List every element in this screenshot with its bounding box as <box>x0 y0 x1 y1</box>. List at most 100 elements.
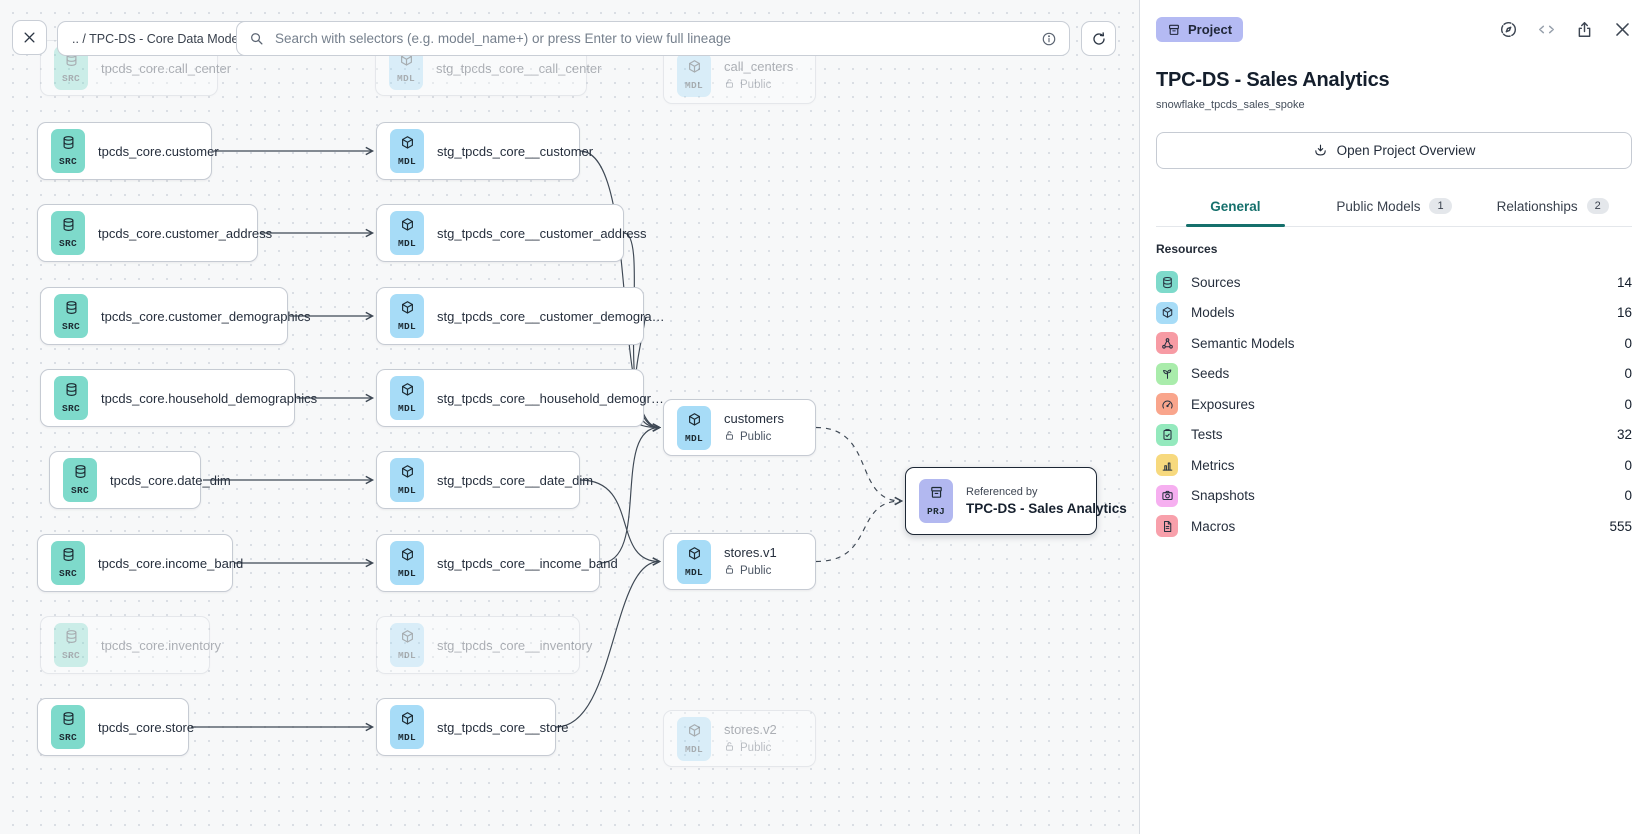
node-type-badge: SRC <box>51 129 85 173</box>
node-public-tag: Public <box>724 564 777 578</box>
share-icon[interactable] <box>1575 20 1594 39</box>
resource-label: Tests <box>1191 427 1223 443</box>
lineage-node-stg_customer_address[interactable]: MDL stg_tpcds_core__customer_address <box>376 204 647 262</box>
node-label: tpcds_core.income_band <box>98 555 244 571</box>
lineage-node-src_income_band[interactable]: SRC tpcds_core.income_band <box>37 534 244 592</box>
node-type-badge: MDL <box>677 405 711 450</box>
node-label: tpcds_core.customer_address <box>98 225 273 241</box>
lineage-node-call_centers[interactable]: MDL call_centers Public <box>663 46 816 104</box>
node-label: stores.v1 <box>724 545 777 560</box>
lineage-node-stg_inventory[interactable]: MDL stg_tpcds_core__inventory <box>376 616 593 674</box>
resource-label: Models <box>1191 305 1235 321</box>
node-type-badge: MDL <box>390 705 424 749</box>
search-bar <box>236 21 1070 56</box>
lock-open-icon <box>724 430 735 444</box>
resource-row-metrics[interactable]: Metrics 0 <box>1156 450 1632 481</box>
edge-stg_income_band-to-customers <box>599 423 662 564</box>
close-panel-icon[interactable] <box>1613 20 1632 39</box>
node-label: tpcds_core.household_demographics <box>101 390 318 406</box>
resource-label: Macros <box>1191 518 1236 534</box>
node-label: tpcds_core.date_dim <box>110 472 231 488</box>
project-type-badge: Project <box>1156 17 1244 42</box>
resource-label: Seeds <box>1191 366 1230 382</box>
node-label: stg_tpcds_core__household_demogr… <box>437 390 664 406</box>
resource-row-snapshots[interactable]: Snapshots 0 <box>1156 481 1632 512</box>
lineage-canvas[interactable]: SRC tpcds_core.call_center MDL stg_tpcds… <box>0 0 1139 834</box>
search-input[interactable] <box>273 30 1032 47</box>
lineage-node-src_date_dim[interactable]: SRC tpcds_core.date_dim <box>49 451 231 509</box>
node-type-badge: SRC <box>54 376 88 420</box>
lineage-node-src_customer_address[interactable]: SRC tpcds_core.customer_address <box>37 204 273 262</box>
resource-row-tests[interactable]: Tests 32 <box>1156 420 1632 451</box>
node-label: stg_tpcds_core__customer_demogra… <box>437 308 665 324</box>
project-subtitle: snowflake_tpcds_sales_spoke <box>1156 99 1305 111</box>
resource-row-models[interactable]: Models 16 <box>1156 298 1632 329</box>
lineage-node-stores_v1[interactable]: MDL stores.v1 Public <box>663 533 816 590</box>
open-project-overview-button[interactable]: Open Project Overview <box>1156 132 1632 169</box>
node-label: stg_tpcds_core__inventory <box>437 637 593 653</box>
node-label: stores.v2 <box>724 722 777 737</box>
resource-count: 14 <box>1616 274 1632 290</box>
refresh-button[interactable] <box>1081 21 1116 56</box>
lineage-node-stg_household_demographics[interactable]: MDL stg_tpcds_core__household_demogr… <box>376 369 664 427</box>
node-type-badge: SRC <box>54 294 88 338</box>
resource-row-macros[interactable]: Macros 555 <box>1156 511 1632 542</box>
tab-bar: General Public Models 1 Relationships 2 <box>1156 190 1632 227</box>
resource-count: 0 <box>1624 366 1632 382</box>
resource-label: Semantic Models <box>1191 335 1295 351</box>
node-type-badge: SRC <box>51 705 85 749</box>
close-lineage-button[interactable] <box>12 20 47 55</box>
info-icon[interactable] <box>1041 31 1057 47</box>
node-type-badge: MDL <box>390 458 424 502</box>
lineage-node-stores_v2[interactable]: MDL stores.v2 Public <box>663 710 816 767</box>
node-label: stg_tpcds_core__customer_address <box>437 225 647 241</box>
node-type-badge: MDL <box>390 623 424 667</box>
node-label: stg_tpcds_core__store <box>437 719 569 735</box>
tab-public-models[interactable]: Public Models 1 <box>1315 190 1474 226</box>
seedling-icon <box>1156 362 1178 385</box>
node-type-badge: MDL <box>390 376 424 420</box>
resource-count: 32 <box>1616 427 1632 443</box>
lineage-node-src_household_demographics[interactable]: SRC tpcds_core.household_demographics <box>40 369 318 427</box>
tab-relationships[interactable]: Relationships 2 <box>1473 190 1632 226</box>
node-type-badge: MDL <box>390 129 424 173</box>
code-icon[interactable] <box>1537 20 1556 39</box>
lineage-node-customers[interactable]: MDL customers Public <box>663 399 816 456</box>
clipboard-check-icon <box>1156 423 1178 446</box>
resource-row-seeds[interactable]: Seeds 0 <box>1156 359 1632 390</box>
search-icon <box>251 33 263 45</box>
compass-icon[interactable] <box>1499 20 1518 39</box>
resource-label: Snapshots <box>1191 488 1255 504</box>
node-type-badge: MDL <box>677 53 711 97</box>
lineage-node-prj[interactable]: PRJ Referenced by TPC-DS - Sales Analyti… <box>905 467 1127 535</box>
tab-general[interactable]: General <box>1156 190 1315 227</box>
lineage-node-stg_customer[interactable]: MDL stg_tpcds_core__customer <box>376 122 593 180</box>
resource-label: Metrics <box>1191 457 1235 473</box>
lineage-node-src_customer_demographics[interactable]: SRC tpcds_core.customer_demographics <box>40 287 311 345</box>
resources-header: Resources <box>1156 242 1218 256</box>
project-icon <box>1169 24 1179 35</box>
node-label: TPC-DS - Sales Analytics <box>966 501 1127 516</box>
node-type-badge: SRC <box>63 458 97 502</box>
resource-row-exposures[interactable]: Exposures 0 <box>1156 389 1632 420</box>
node-type-badge: PRJ <box>919 479 953 523</box>
lineage-node-stg_income_band[interactable]: MDL stg_tpcds_core__income_band <box>376 534 618 592</box>
breadcrumb[interactable]: .. / TPC-DS - Core Data Models <box>57 21 263 56</box>
lineage-node-src_customer[interactable]: SRC tpcds_core.customer <box>37 122 219 180</box>
node-public-tag: Public <box>724 741 777 755</box>
resource-row-sources[interactable]: Sources 14 <box>1156 267 1632 298</box>
open-project-overview-label: Open Project Overview <box>1336 143 1476 158</box>
node-type-badge: SRC <box>54 623 88 667</box>
gauge-icon <box>1156 393 1178 416</box>
node-label: tpcds_core.store <box>98 719 195 735</box>
lineage-node-src_store[interactable]: SRC tpcds_core.store <box>37 698 195 756</box>
lineage-node-stg_customer_demographics[interactable]: MDL stg_tpcds_core__customer_demogra… <box>376 287 665 345</box>
resource-count: 0 <box>1624 457 1632 473</box>
lineage-node-stg_store[interactable]: MDL stg_tpcds_core__store <box>376 698 569 756</box>
resource-row-semantic-models[interactable]: Semantic Models 0 <box>1156 328 1632 359</box>
lineage-node-src_inventory[interactable]: SRC tpcds_core.inventory <box>40 616 221 674</box>
edge-stores_v1-to-prj <box>815 496 904 563</box>
project-overview-icon <box>1314 144 1326 156</box>
lineage-node-stg_date_dim[interactable]: MDL stg_tpcds_core__date_dim <box>376 451 593 509</box>
node-type-badge: MDL <box>390 294 424 338</box>
